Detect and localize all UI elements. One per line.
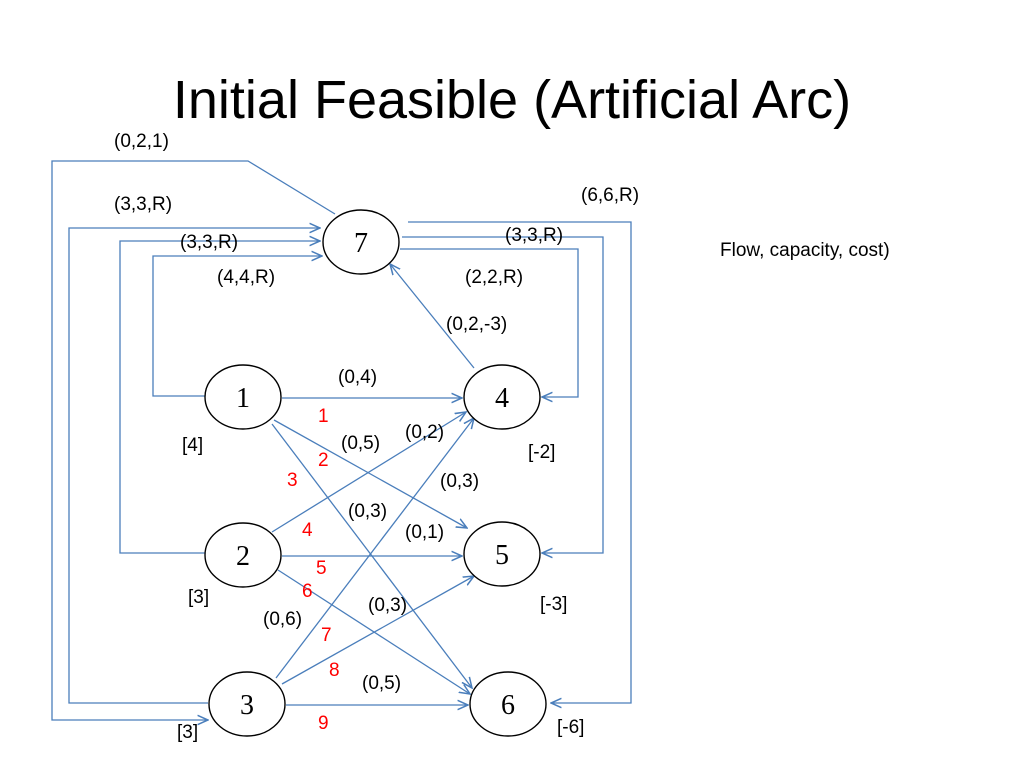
arc-2-7-artificial — [119, 241, 320, 554]
arc-2-4 — [271, 412, 466, 533]
node-label: 6 — [501, 690, 515, 721]
arc-7-5-artificial — [402, 236, 604, 553]
order-number-1: 1 — [318, 406, 329, 427]
order-number-7: 7 — [321, 625, 332, 646]
supply-node-3: [3] — [177, 722, 198, 743]
arc-label-1-5: (0,5) — [341, 433, 380, 454]
supply-node-6: [-6] — [557, 717, 584, 738]
node-2: 2 — [204, 522, 282, 588]
arc-7-6-artificial — [408, 221, 632, 703]
node-label: 2 — [236, 541, 250, 572]
order-number-3: 3 — [287, 470, 298, 491]
supply-labels: [4] [3] [3] [-2] [-3] [-6] — [177, 435, 584, 743]
order-number-8: 8 — [329, 660, 340, 681]
node-1: 1 — [204, 364, 282, 430]
arc-1-5 — [273, 419, 467, 528]
arc-label-3-4: (0,3) — [440, 471, 479, 492]
node-label: 3 — [240, 690, 254, 721]
order-number-6: 6 — [302, 581, 313, 602]
arc-1-7-artificial — [152, 256, 322, 397]
arc-3-5 — [281, 576, 474, 685]
order-numbers: 1 2 3 4 5 6 7 8 9 — [287, 406, 340, 734]
arc-7-3 — [51, 160, 336, 720]
node-4: 4 — [463, 364, 541, 430]
node-5: 5 — [463, 521, 541, 587]
arc-3-7-artificial — [68, 228, 320, 704]
arc-label-4-7: (0,2,-3) — [446, 314, 507, 335]
arc-label-1-7: (4,4,R) — [217, 267, 275, 288]
node-6: 6 — [469, 671, 547, 737]
order-number-2: 2 — [318, 450, 329, 471]
arc-label-2-5: (0,1) — [405, 522, 444, 543]
arc-label-3-7: (3,3,R) — [114, 194, 172, 215]
arc-label-2-4: (0,2) — [405, 422, 444, 443]
arc-4-7 — [390, 264, 475, 369]
arc-3-4 — [275, 418, 474, 679]
node-label: 5 — [495, 540, 509, 571]
legend-text: Flow, capacity, cost) — [720, 240, 890, 261]
arc-label-2-6: (0,3) — [368, 595, 407, 616]
page-title: Initial Feasible (Artificial Arc) — [173, 70, 851, 130]
arc-label-3-5: (0,6) — [263, 609, 302, 630]
arc-label-3-6: (0,5) — [362, 673, 401, 694]
supply-node-1: [4] — [182, 435, 203, 456]
arc-label-1-6: (0,3) — [348, 501, 387, 522]
arc-7-4-artificial — [400, 248, 579, 397]
arc-labels: (0,4) (0,5) (0,3) (0,2) (0,1) (0,3) (0,3… — [114, 131, 639, 694]
arc-label-1-4: (0,4) — [338, 367, 377, 388]
order-number-9: 9 — [318, 713, 329, 734]
order-number-5: 5 — [316, 558, 327, 579]
node-label: 1 — [236, 383, 250, 414]
supply-node-4: [-2] — [528, 442, 555, 463]
node-3: 3 — [208, 671, 286, 737]
arc-label-7-3: (0,2,1) — [114, 131, 169, 152]
node-label: 7 — [354, 228, 368, 259]
arc-label-7-5: (3,3,R) — [505, 225, 563, 246]
supply-node-2: [3] — [188, 587, 209, 608]
node-7: 7 — [322, 209, 400, 275]
arc-label-2-7: (3,3,R) — [180, 232, 238, 253]
order-number-4: 4 — [302, 520, 313, 541]
edges — [51, 160, 632, 720]
supply-node-5: [-3] — [540, 594, 567, 615]
arc-label-7-4: (2,2,R) — [465, 267, 523, 288]
arc-label-7-6: (6,6,R) — [581, 185, 639, 206]
node-label: 4 — [495, 383, 509, 414]
